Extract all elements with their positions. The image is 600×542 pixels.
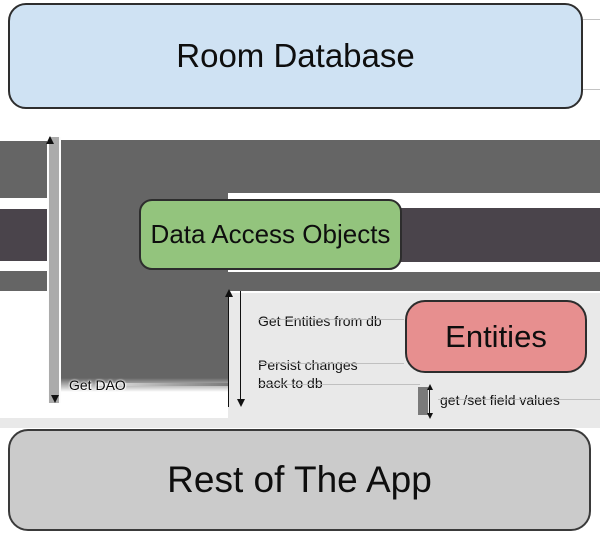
- arrow-up-icon: [225, 289, 233, 297]
- get-dao-label: Get DAO: [69, 377, 126, 393]
- persist-changes-label-line2: back to db: [258, 375, 323, 391]
- entities-label: Entities: [445, 318, 547, 354]
- connector-band-left-middle: [0, 209, 47, 261]
- connector-band-left-top: [0, 141, 47, 198]
- get-dao-edge-line: [96, 383, 228, 386]
- room-database-label: Room Database: [176, 37, 415, 74]
- artifact-line: [583, 89, 600, 90]
- light-strip: [0, 418, 600, 428]
- arrow-down-icon: [237, 399, 245, 407]
- connector-band-dark-right: [399, 208, 600, 262]
- artifact-line: [438, 399, 600, 400]
- arrow-up-icon: [46, 136, 54, 144]
- artifact-line: [258, 363, 404, 364]
- room-database-node: Room Database: [8, 3, 583, 109]
- get-dao-arrow: [48, 137, 61, 403]
- arrow-up-icon: [427, 384, 433, 390]
- connector-band-left-bottom: [0, 271, 47, 291]
- data-access-objects-node: Data Access Objects: [139, 199, 402, 270]
- get-set-field-values-label: get /set field values: [440, 392, 560, 408]
- rest-of-the-app-node: Rest of The App: [8, 429, 591, 531]
- get-set-arrow-line: [429, 388, 431, 414]
- artifact-line: [258, 319, 404, 320]
- data-access-objects-label: Data Access Objects: [150, 219, 391, 249]
- artifact-line: [583, 19, 600, 20]
- rest-of-the-app-label: Rest of The App: [167, 459, 432, 500]
- persist-changes-label-line1: Persist changes: [258, 357, 358, 373]
- artifact-line: [258, 384, 420, 385]
- arrow-down-icon: [427, 413, 433, 419]
- get-entities-arrow-line: [240, 291, 242, 400]
- get-entities-label: Get Entities from db: [258, 313, 382, 329]
- arrow-down-icon: [51, 395, 59, 403]
- get-set-arrow-bar: [418, 387, 428, 415]
- entities-node: Entities: [405, 300, 587, 373]
- persist-arrow-line: [228, 295, 230, 407]
